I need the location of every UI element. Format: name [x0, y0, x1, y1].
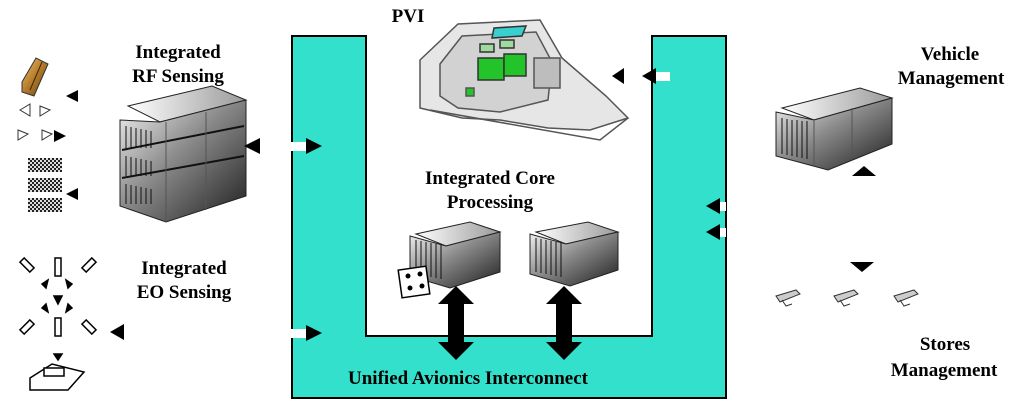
missile-icon: [893, 289, 919, 307]
interconnect-label: Unified Avionics Interconnect: [348, 368, 588, 389]
missile-icon: [833, 289, 859, 307]
eo-sensor-cluster-icon: [18, 256, 98, 337]
rf-sensing-rack-icon: [119, 85, 248, 223]
rf-sensing-label-line2: RF Sensing: [132, 66, 224, 87]
vehicle-management-label-line2: Management: [897, 68, 1005, 89]
pvi-to-bus-arrow-icon: [642, 68, 670, 84]
arrow-icon: [66, 90, 78, 102]
rf-antenna-icon: [17, 103, 54, 141]
arrow-icon: [110, 324, 124, 340]
interconnect-bus: [291, 35, 727, 399]
stores-management-label-line2: Management: [890, 360, 998, 381]
vm-to-bus-arrow-icon: [706, 198, 726, 240]
vehicle-management-label-line1: Vehicle: [920, 44, 980, 65]
bidirectional-arrow-icon: [438, 286, 474, 360]
core-processor-module-icon: [409, 221, 502, 289]
arrow-icon: [852, 166, 876, 176]
arrow-icon: [54, 130, 66, 142]
cockpit-icon: [419, 19, 630, 141]
eo-to-bus-arrow-icon: [284, 325, 322, 341]
rf-module-icon: [28, 158, 62, 212]
eo-sensing-label-line2: EO Sensing: [136, 282, 232, 303]
bidirectional-arrow-icon: [546, 286, 582, 360]
missile-icon: [775, 289, 801, 307]
core-processing-label-line2: Processing: [446, 192, 534, 213]
core-processing-label-line1: Integrated Core: [425, 168, 555, 189]
stores-management-label-line1: Stores: [919, 334, 971, 355]
arrow-icon: [612, 68, 624, 84]
rf-to-bus-arrow-icon: [284, 138, 322, 154]
processor-chip-icon: [397, 265, 431, 299]
arrow-icon: [850, 262, 874, 272]
rf-sensing-label-line1: Integrated: [135, 42, 221, 63]
pvi-label: PVI: [391, 6, 425, 27]
eo-sensing-label-line1: Integrated: [141, 258, 227, 279]
vehicle-management-rack-icon: [775, 87, 894, 171]
core-processor-module-icon: [529, 221, 620, 287]
arrow-icon: [244, 138, 260, 154]
eo-turret-icon: [29, 353, 86, 391]
radar-icon: [21, 57, 49, 97]
arrow-icon: [66, 188, 78, 200]
